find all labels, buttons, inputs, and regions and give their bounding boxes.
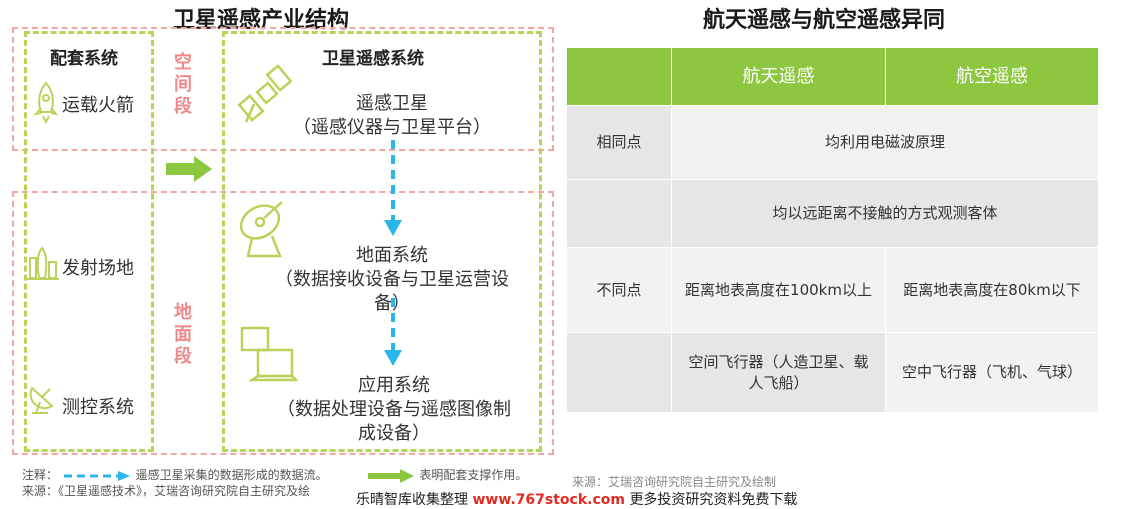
rocket-icon <box>33 81 59 124</box>
table-header-cell <box>567 48 671 105</box>
support-system-title: 配套系统 <box>50 49 118 69</box>
tracking-antenna-icon <box>29 386 54 414</box>
application-system-label: 应用系统 （数据处理设备与遥感图像制 成设备） <box>277 375 511 444</box>
ground-segment-label: 地面段 <box>174 302 192 367</box>
satellite-label: 遥感卫星 （遥感仪器与卫星平台） <box>293 93 491 138</box>
watermark-link[interactable]: www.767stock.com <box>472 492 625 508</box>
satellite-system-box <box>222 31 542 452</box>
table-row: 相同点 均利用电磁波原理 <box>567 106 1098 179</box>
support-item-rocket: 运载火箭 <box>62 95 134 116</box>
row-label: 不同点 <box>567 248 671 332</box>
source-line: 来源：《卫星遥感技术》，艾瑞咨询研究院自主研究及绘 <box>22 484 311 498</box>
row-cell-aerospace: 距离地表高度在100km以上 <box>672 248 885 332</box>
watermark-banner: 乐晴智库收集整理 www.767stock.com 更多投资研究资料免费下载 <box>356 492 798 508</box>
note-blue-arrow-icon <box>63 470 130 481</box>
launch-site-icon <box>27 246 59 280</box>
ground-segment-box <box>12 191 554 455</box>
support-item-tracking: 测控系统 <box>62 397 134 418</box>
table-row: 空间飞行器（人造卫星、载 人飞船） 空中飞行器（飞机、气球） <box>567 333 1098 412</box>
source-right-line: 来源：艾瑞咨询研究院自主研究及绘制 <box>572 475 777 489</box>
note-green-arrow-icon <box>367 468 414 483</box>
row-cell-aerospace: 空间飞行器（人造卫星、载 人飞船） <box>672 333 885 412</box>
support-arrow-icon <box>166 156 212 182</box>
row-merged-cell: 均利用电磁波原理 <box>672 106 1098 179</box>
table-header-aerospace: 航天遥感 <box>672 48 885 105</box>
row-label: 相同点 <box>567 106 671 179</box>
table-header-row: 航天遥感 航空遥感 <box>567 48 1098 105</box>
table-header-aerial: 航空遥感 <box>886 48 1098 105</box>
space-segment-box <box>12 27 554 151</box>
radar-dish-icon <box>239 201 283 258</box>
note-line: 注释： 遥感卫星采集的数据形成的数据流。 表明配套支撑作用。 <box>22 468 528 483</box>
table-row: 均以远距离不接触的方式观测客体 <box>567 180 1098 247</box>
space-segment-label: 空间段 <box>174 52 192 117</box>
satellite-icon <box>237 64 293 123</box>
right-title: 航天遥感与航空遥感异同 <box>703 8 946 33</box>
row-cell-aerial: 距离地表高度在80km以下 <box>886 248 1098 332</box>
row-label <box>567 180 671 247</box>
row-label <box>567 333 671 412</box>
data-flow-arrow-icon <box>384 140 402 366</box>
row-cell-aerial: 空中飞行器（飞机、气球） <box>886 333 1098 412</box>
satellite-system-title: 卫星遥感系统 <box>322 49 424 69</box>
table-row: 不同点 距离地表高度在100km以上 距离地表高度在80km以下 <box>567 248 1098 332</box>
computer-icon <box>240 326 298 382</box>
support-system-box <box>24 31 154 452</box>
support-item-launch-site: 发射场地 <box>62 258 134 279</box>
row-merged-cell: 均以远距离不接触的方式观测客体 <box>672 180 1098 247</box>
